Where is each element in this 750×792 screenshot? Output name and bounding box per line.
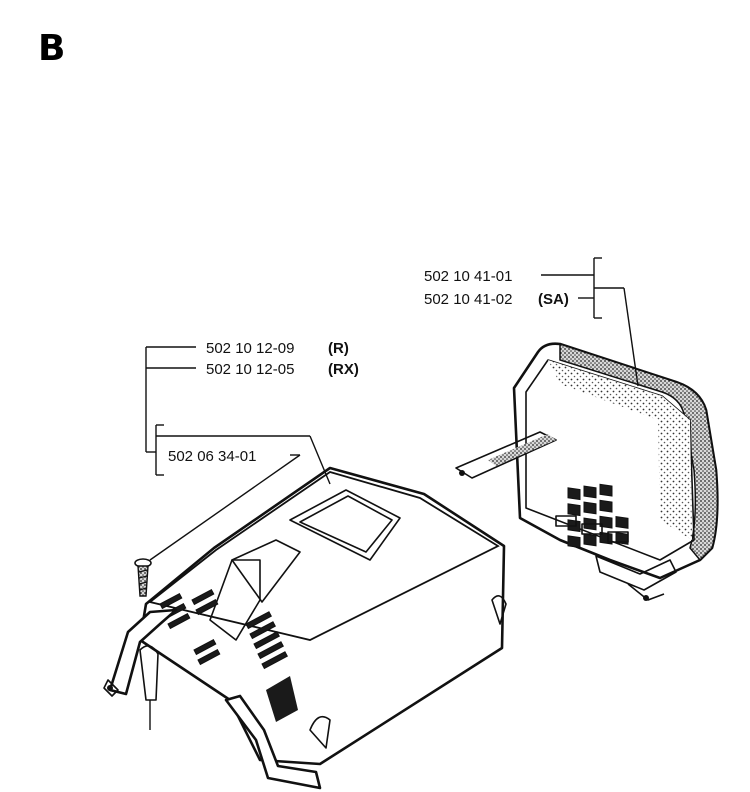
muffler-part-number-1: 502 10 41-01: [424, 268, 512, 285]
muffler-part-number-2: 502 10 41-02: [424, 291, 512, 308]
cylinder-cover-leader-lines: [145, 346, 331, 485]
cover-part-number-2: 502 10 12-05: [206, 361, 294, 378]
cover-variant-2: (RX): [328, 361, 359, 378]
muffler-cover-drawing: [455, 342, 719, 601]
cylinder-cover-drawing: [103, 466, 507, 790]
screw-part-number: 502 06 34-01: [168, 448, 256, 465]
muffler-variant-2: (SA): [538, 291, 569, 308]
cylinder-cover-callout: 502 10 12-09 (R) 502 10 12-05 (RX): [206, 340, 359, 378]
muffler-cover-callout: 502 10 41-01 502 10 41-02 (SA): [424, 268, 569, 308]
screw-callout: 502 06 34-01: [168, 448, 256, 465]
muffler-leader-lines: [541, 257, 639, 387]
section-letter: B: [38, 28, 65, 69]
cover-variant-1: (R): [328, 340, 349, 357]
screw-leader-line: [149, 454, 301, 561]
cover-part-number-1: 502 10 12-09: [206, 340, 294, 357]
muffler-grille: [567, 483, 629, 549]
screw-drawing: [134, 558, 152, 597]
